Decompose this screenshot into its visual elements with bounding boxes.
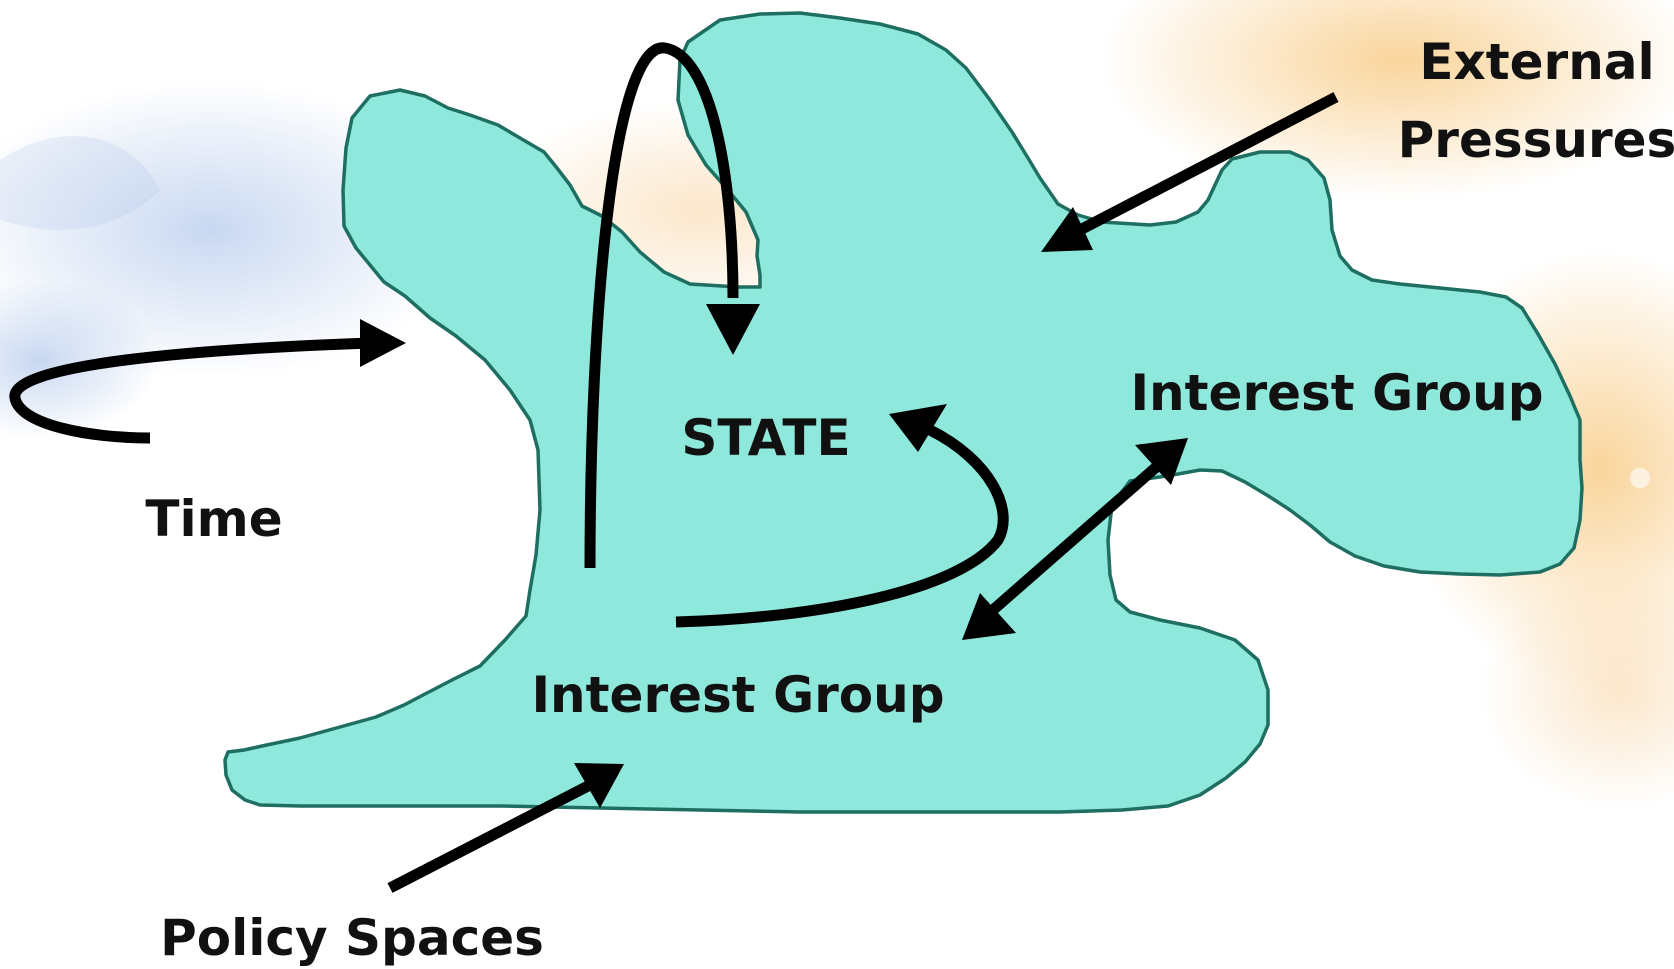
external-pressures-label-line2: Pressures xyxy=(1398,111,1674,169)
external-pressures-arrow xyxy=(1041,92,1339,252)
orange-fish-bottom xyxy=(1480,570,1674,810)
interest-group-right-label: Interest Group xyxy=(1130,364,1543,422)
time-label: Time xyxy=(145,490,282,548)
group-to-state-arrow xyxy=(675,404,1009,628)
policy-spaces-arrow xyxy=(387,763,624,893)
blue-fish-fin xyxy=(0,136,160,230)
interest-group-center-label: Interest Group xyxy=(531,666,944,724)
policy-spaces-label: Policy Spaces xyxy=(160,909,544,967)
fish-eye xyxy=(1630,468,1650,488)
external-pressures-label-line1: External xyxy=(1419,33,1654,91)
state-label: STATE xyxy=(681,409,850,467)
state-feedback-loop-arrow xyxy=(584,42,760,569)
interest-groups-double-arrow xyxy=(962,438,1188,640)
time-loop-arrow xyxy=(9,319,406,444)
blue-fish-tail xyxy=(0,280,160,440)
